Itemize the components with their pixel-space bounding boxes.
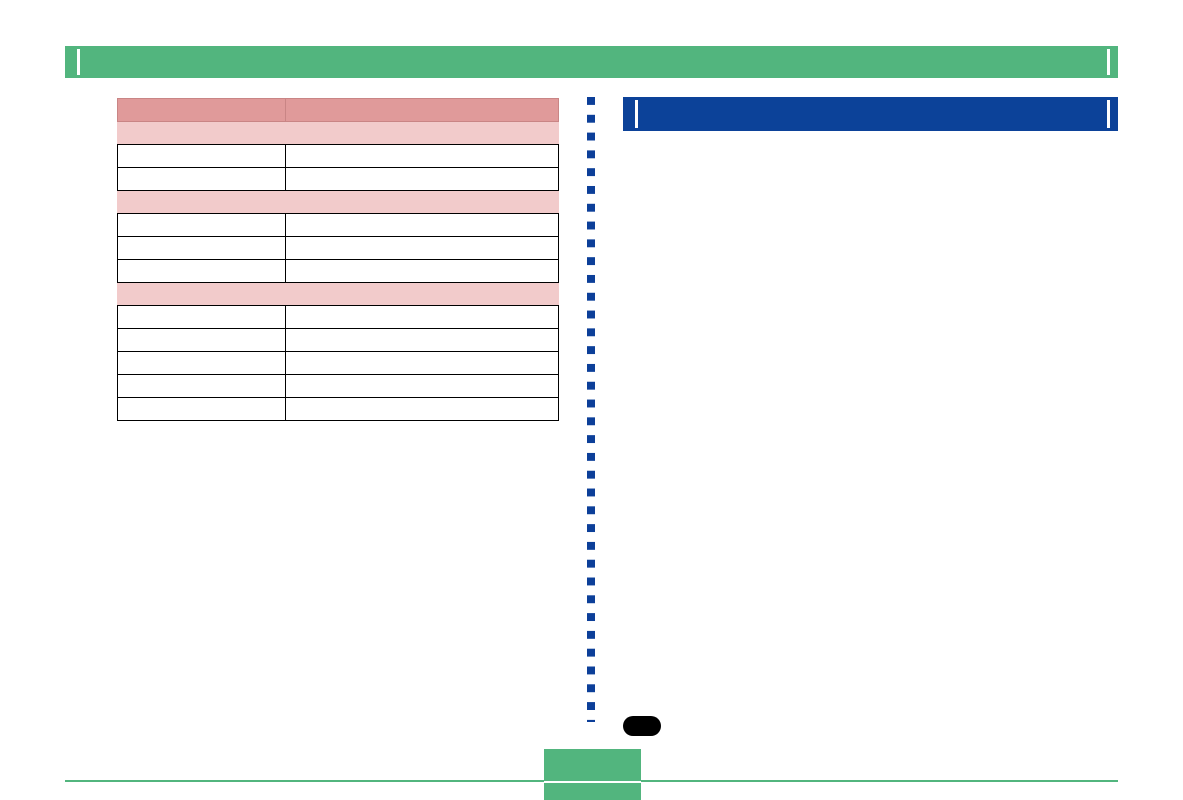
table-cell bbox=[117, 236, 286, 260]
spec-table bbox=[117, 98, 559, 421]
table-cell bbox=[117, 374, 286, 398]
table-cell bbox=[117, 259, 286, 283]
table-cell bbox=[117, 328, 286, 352]
table-cell bbox=[117, 213, 286, 237]
table-cell bbox=[117, 397, 286, 421]
table-cell bbox=[285, 144, 559, 168]
spec-table-section-label bbox=[117, 121, 559, 145]
table-row bbox=[117, 305, 559, 329]
table-row bbox=[117, 374, 559, 398]
spec-table-header-row bbox=[117, 98, 559, 122]
spec-table-section-label bbox=[117, 190, 559, 214]
section-bar-left-notch bbox=[635, 100, 638, 128]
table-cell bbox=[285, 236, 559, 260]
table-cell bbox=[285, 351, 559, 375]
page-tab-divider bbox=[544, 781, 641, 783]
table-cell bbox=[117, 167, 286, 191]
table-row bbox=[117, 328, 559, 352]
table-row bbox=[117, 213, 559, 237]
table-cell bbox=[117, 351, 286, 375]
table-cell bbox=[285, 167, 559, 191]
spec-table-section-row bbox=[117, 190, 559, 214]
table-row bbox=[117, 351, 559, 375]
table-cell bbox=[285, 328, 559, 352]
section-heading-bar bbox=[623, 97, 1118, 131]
table-row bbox=[117, 259, 559, 283]
table-cell bbox=[285, 374, 559, 398]
page-number-tab bbox=[544, 749, 641, 800]
table-row bbox=[117, 236, 559, 260]
table-row bbox=[117, 397, 559, 421]
page-header-bar bbox=[65, 46, 1118, 78]
table-cell bbox=[117, 144, 286, 168]
table-cell bbox=[285, 259, 559, 283]
note-badge bbox=[623, 716, 661, 736]
table-cell bbox=[285, 213, 559, 237]
spec-table-section-label bbox=[117, 282, 559, 306]
table-cell bbox=[117, 305, 286, 329]
table-row bbox=[117, 144, 559, 168]
table-row bbox=[117, 167, 559, 191]
spec-table-section-row bbox=[117, 121, 559, 145]
table-cell bbox=[285, 397, 559, 421]
section-bar-right-notch bbox=[1107, 100, 1110, 128]
table-cell bbox=[285, 305, 559, 329]
spec-table-header-col-2 bbox=[285, 98, 559, 122]
spec-table-header-col-1 bbox=[117, 98, 286, 122]
header-bar-left-notch bbox=[77, 49, 80, 75]
header-bar-right-notch bbox=[1107, 49, 1110, 75]
dotted-column-divider bbox=[587, 97, 595, 722]
spec-table-section-row bbox=[117, 282, 559, 306]
